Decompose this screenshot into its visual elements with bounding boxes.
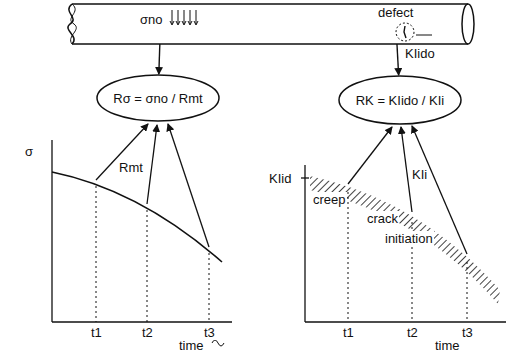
pressure-arrow [184, 10, 185, 24]
graph-label: σ [24, 144, 34, 159]
right-graph [301, 126, 506, 322]
pipe-body [72, 4, 468, 44]
pressure-arrowhead [170, 21, 174, 25]
pressure-arrow [178, 10, 179, 24]
pressure-arrow [190, 10, 191, 24]
graph-label: t2 [141, 325, 154, 340]
defect-label: defect [378, 5, 413, 20]
pressure-arrow [196, 10, 197, 24]
ellipse-outline [339, 76, 461, 124]
criterion-ellipse: Rσ = σno / Rmt [96, 74, 220, 122]
graph-label: KIid [268, 171, 292, 186]
pressure-arrow [172, 10, 173, 24]
formula-text: RK = KIido / KIi [356, 93, 445, 108]
graph-label: t3 [461, 325, 474, 340]
pressure-arrowhead [194, 21, 198, 25]
graph-label: time [178, 338, 205, 353]
pipe-section: σnodefectKIido [60, 4, 476, 44]
formula-text: Rσ = σno / Rmt [113, 91, 202, 106]
pressure-arrowhead [182, 21, 186, 25]
graph-label: t3 [203, 325, 216, 340]
left-graph [52, 124, 232, 346]
graph-label: KIi [411, 167, 428, 182]
pipe-break-inner [71, 4, 77, 44]
graph-label: time [434, 338, 461, 353]
graph-label: t1 [90, 325, 103, 340]
graph-label: t2 [406, 325, 419, 340]
criterion-ellipse: RK = KIido / KIi [338, 75, 462, 125]
graph-label: initiation [384, 231, 434, 246]
graph-label: Rmt [118, 160, 144, 175]
pipe-outline [60, 4, 476, 44]
connector-arrow [397, 44, 399, 75]
defect-leader [416, 35, 432, 36]
pressure-arrowhead [188, 21, 192, 25]
graph-label: creep [312, 192, 347, 207]
ellipse-outline [97, 75, 219, 121]
graph-label: t1 [342, 325, 355, 340]
crack-mark [404, 26, 406, 38]
stress-label: σno [140, 12, 162, 27]
graph-label: crack [366, 211, 399, 226]
stress-label: KIido [405, 46, 435, 61]
pressure-arrowhead [176, 21, 180, 25]
pipe-end [462, 4, 474, 44]
defect-circle [396, 23, 414, 41]
connector-arrow [159, 44, 160, 74]
